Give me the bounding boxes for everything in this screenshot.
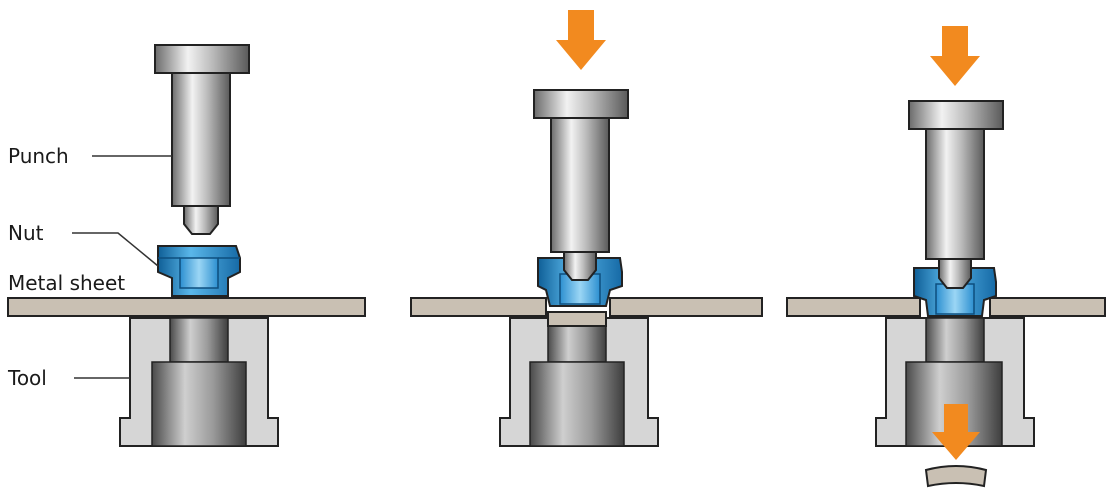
metal-sheet xyxy=(410,297,547,317)
punch xyxy=(908,100,1004,260)
step-1 xyxy=(7,44,366,447)
slug xyxy=(924,465,988,488)
nut-leader xyxy=(72,232,159,267)
down-arrow-icon xyxy=(556,10,606,70)
tool xyxy=(875,317,1035,447)
nut xyxy=(157,245,241,297)
tool-label: Tool xyxy=(8,366,47,390)
tool xyxy=(119,317,279,447)
punch xyxy=(533,89,629,253)
metal-sheet-label: Metal sheet xyxy=(8,271,126,295)
punch-tip xyxy=(938,258,972,289)
punch-label: Punch xyxy=(8,144,69,168)
slug xyxy=(547,311,607,327)
punch-tip xyxy=(563,251,597,281)
step-2 xyxy=(410,10,763,447)
tool xyxy=(499,317,659,447)
punch xyxy=(154,44,250,235)
metal-sheet xyxy=(7,297,366,317)
step-3 xyxy=(786,26,1106,488)
nut-label: Nut xyxy=(8,221,44,245)
metal-sheet xyxy=(609,297,763,317)
down-arrow-icon xyxy=(930,26,980,86)
metal-sheet xyxy=(989,297,1106,317)
down-arrow-icon xyxy=(932,404,980,460)
metal-sheet xyxy=(786,297,921,317)
